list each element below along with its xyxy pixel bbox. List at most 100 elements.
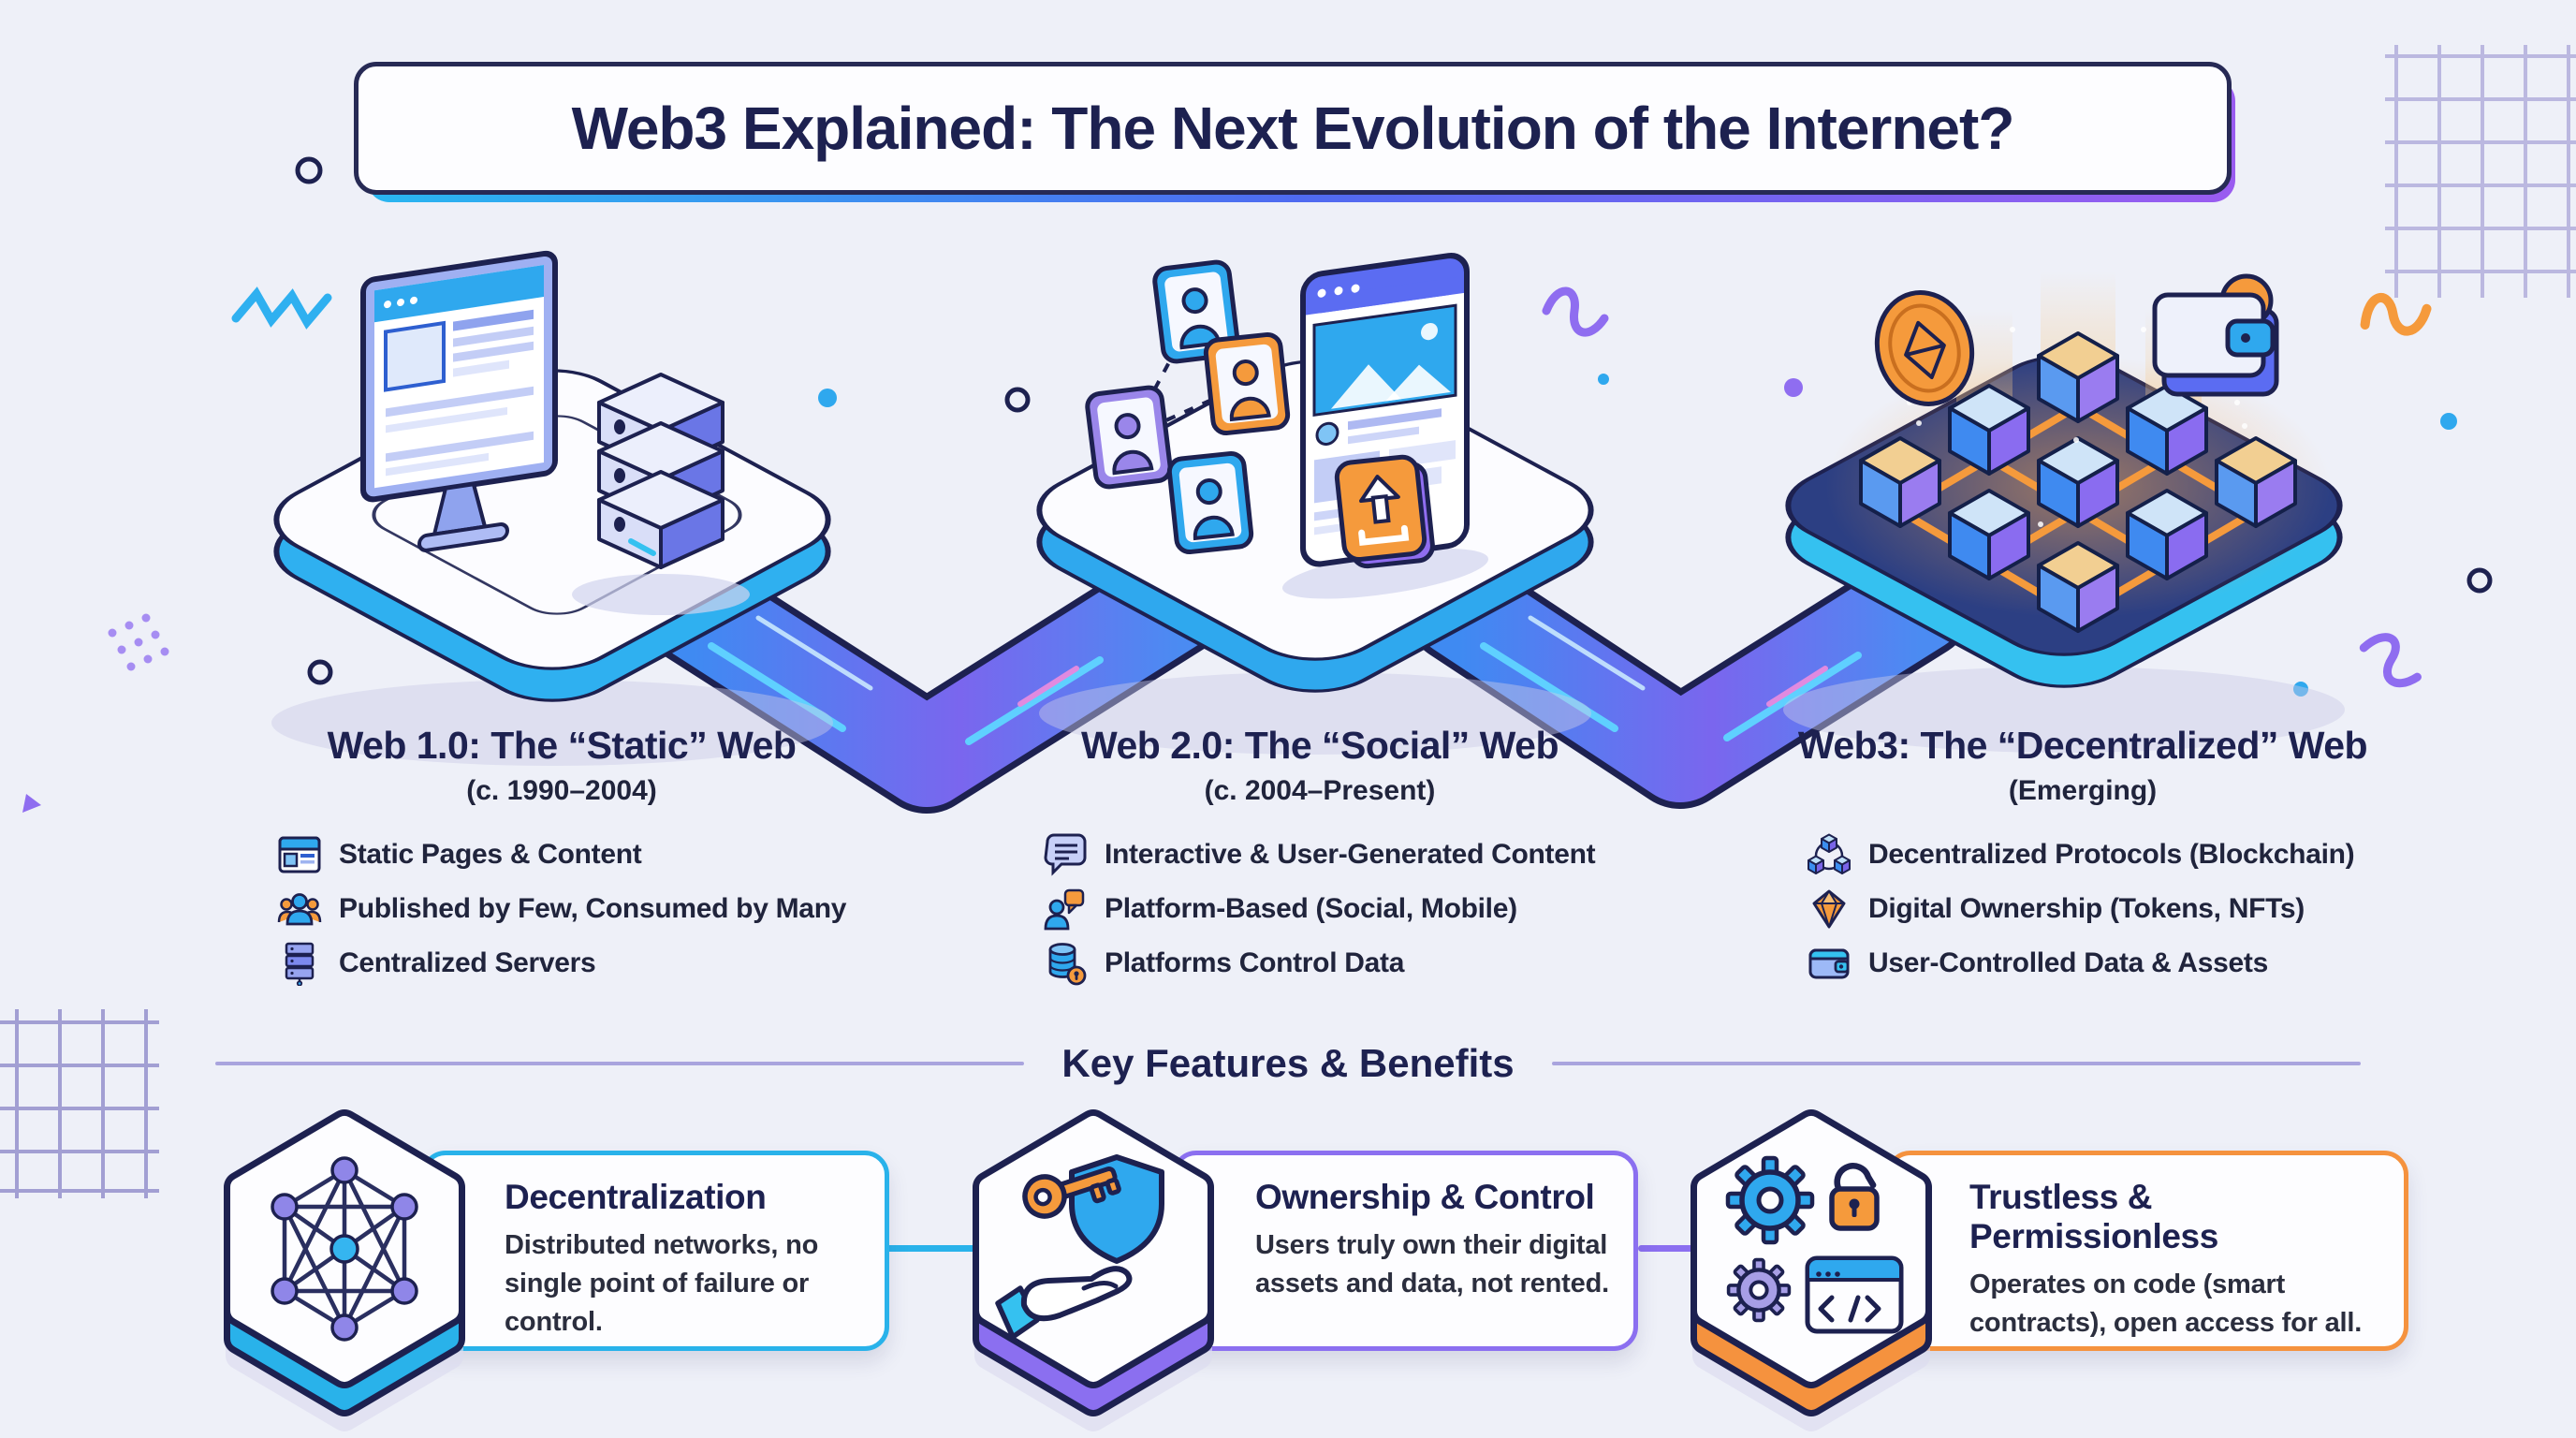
- light-beam: [2041, 271, 2115, 388]
- list-item: Static Pages & Content: [277, 831, 871, 878]
- comment-bubble-icon: [1044, 833, 1087, 876]
- upload-badge: [1334, 454, 1435, 569]
- era-bullet-list: Decentralized Protocols (Blockchain) Dig…: [1760, 831, 2406, 987]
- eth-coin: [1874, 290, 1975, 406]
- user-group-icon: [277, 893, 322, 926]
- platform-web1: [248, 250, 857, 715]
- gear-purple: [1726, 1257, 1792, 1323]
- grid-top-right: [2385, 45, 2576, 298]
- feature-ownership: Ownership & Control Users truly own thei…: [962, 1085, 1702, 1438]
- feature-description: Distributed networks, no single point of…: [505, 1230, 819, 1338]
- bullet-label: Static Pages & Content: [339, 839, 642, 870]
- feature-trustless: Trustless & Permissionless Operates on c…: [1680, 1085, 2420, 1438]
- avatar-card-orange: [1205, 333, 1289, 434]
- server-stack-icon: [285, 942, 315, 986]
- key: [1022, 1167, 1121, 1219]
- avatar-connections: [1127, 310, 1249, 505]
- feature-card: Ownership & Control Users truly own thei…: [1172, 1151, 1638, 1351]
- network-nodes: [271, 1156, 418, 1342]
- list-item: Platforms Control Data: [1043, 940, 1629, 987]
- light-beam: [2145, 309, 2202, 403]
- grid-bottom-left: [0, 1009, 159, 1198]
- avatar-card-blue-1: [1153, 260, 1239, 362]
- bullet-label: Centralized Servers: [339, 947, 596, 978]
- era-title: Web3: The “Decentralized” Web: [1797, 724, 2368, 767]
- open-padlock: [1829, 1163, 1880, 1231]
- avatar-card-blue-2: [1168, 452, 1252, 553]
- wallet: [2152, 273, 2279, 397]
- squiggle-orange: [2360, 293, 2432, 336]
- squiggle-cyan: [231, 286, 332, 330]
- list-item: Platform-Based (Social, Mobile): [1043, 886, 1629, 932]
- list-item: Interactive & User-Generated Content: [1043, 831, 1629, 878]
- sparkles: [1907, 327, 2247, 527]
- feature-decentralization: Decentralization Distributed networks, n…: [213, 1085, 953, 1438]
- list-item: Decentralized Protocols (Blockchain): [1807, 831, 2406, 878]
- era-title: Web 1.0: The “Static” Web: [327, 724, 797, 767]
- bullet-label: Decentralized Protocols (Blockchain): [1868, 839, 2355, 870]
- feature-title: Decentralization: [505, 1178, 767, 1216]
- divider-line: [1551, 1062, 2362, 1065]
- blockchain-cubes-icon: [1808, 833, 1851, 874]
- list-item: Centralized Servers: [277, 940, 871, 987]
- feature-card: Decentralization Distributed networks, n…: [421, 1151, 889, 1351]
- era-bullet-list: Static Pages & Content Published by Few,…: [253, 831, 871, 987]
- feature-description: Operates on code (smart contracts), open…: [1969, 1269, 2363, 1339]
- avatar-card-purple: [1086, 386, 1172, 488]
- feature-title: Ownership & Control: [1255, 1178, 1595, 1216]
- list-item: User-Controlled Data & Assets: [1807, 940, 2406, 987]
- list-item: Digital Ownership (Tokens, NFTs): [1807, 886, 2406, 932]
- era-web2: Web 2.0: The “Social” Web (c. 2004–Prese…: [1011, 724, 1629, 994]
- era-period: (c. 2004–Present): [1204, 775, 1436, 806]
- era-period: (c. 1990–2004): [466, 775, 657, 806]
- social-feed-screen: [1282, 253, 1488, 599]
- bullet-label: Digital Ownership (Tokens, NFTs): [1868, 893, 2305, 924]
- circuit-outline: [372, 415, 742, 615]
- bullet-label: Platforms Control Data: [1105, 947, 1405, 978]
- card-connector-cyan: [880, 1245, 1030, 1252]
- platform-glow: [1825, 356, 2331, 618]
- gears-code-icon: [1690, 1109, 1932, 1431]
- server-stack: [572, 374, 750, 615]
- deco-triangle: [22, 794, 41, 813]
- feature-title: Trustless & Permissionless: [1969, 1178, 2218, 1255]
- browser-window-icon: [278, 836, 321, 873]
- dot-cluster: [108, 613, 169, 671]
- blockchain-cubes: [1859, 331, 2297, 633]
- platform-web2: [1011, 253, 1620, 706]
- era-bullet-list: Interactive & User-Generated Content Pla…: [1011, 831, 1629, 987]
- desktop-monitor: [360, 250, 558, 552]
- era-period: (Emerging): [2008, 775, 2158, 806]
- list-item: Published by Few, Consumed by Many: [277, 886, 871, 932]
- bullet-label: Interactive & User-Generated Content: [1105, 839, 1596, 870]
- network-graph-icon: [224, 1109, 465, 1431]
- divider-line: [215, 1062, 1025, 1065]
- deco-rings: [295, 156, 2493, 685]
- era-web1: Web 1.0: The “Static” Web (c. 1990–2004)…: [253, 724, 871, 994]
- user-chat-icon: [1044, 888, 1085, 931]
- key-shield-hand-icon: [973, 1109, 1214, 1431]
- blockchain-links: [1896, 403, 2260, 620]
- page-title: Web3 Explained: The Next Evolution of th…: [571, 95, 2015, 162]
- squiggle-purple-mid: [1542, 286, 1609, 337]
- deco-dots: [818, 374, 2457, 697]
- database-lock-icon: [1048, 943, 1087, 986]
- squiggle-purple-right: [2359, 633, 2422, 688]
- feature-description: Users truly own their digital assets and…: [1255, 1230, 1609, 1299]
- features-heading: Key Features & Benefits: [1061, 1041, 1515, 1085]
- wallet-icon: [1808, 948, 1850, 979]
- bullet-label: Platform-Based (Social, Mobile): [1105, 893, 1517, 924]
- era-web3: Web3: The “Decentralized” Web (Emerging): [1760, 724, 2406, 994]
- light-beam: [1956, 309, 2012, 403]
- title-banner: Web3 Explained: The Next Evolution of th…: [354, 62, 2235, 202]
- bullet-label: User-Controlled Data & Assets: [1868, 947, 2268, 978]
- feature-card: Trustless & Permissionless Operates on c…: [1886, 1151, 2408, 1351]
- code-window: [1805, 1255, 1904, 1334]
- features-heading-row: Key Features & Benefits: [215, 1041, 2362, 1086]
- diamond-icon: [1812, 889, 1846, 929]
- hand: [995, 1266, 1133, 1340]
- bullet-label: Published by Few, Consumed by Many: [339, 893, 847, 924]
- platform-web3: [1760, 271, 2369, 702]
- gear-blue: [1725, 1155, 1815, 1245]
